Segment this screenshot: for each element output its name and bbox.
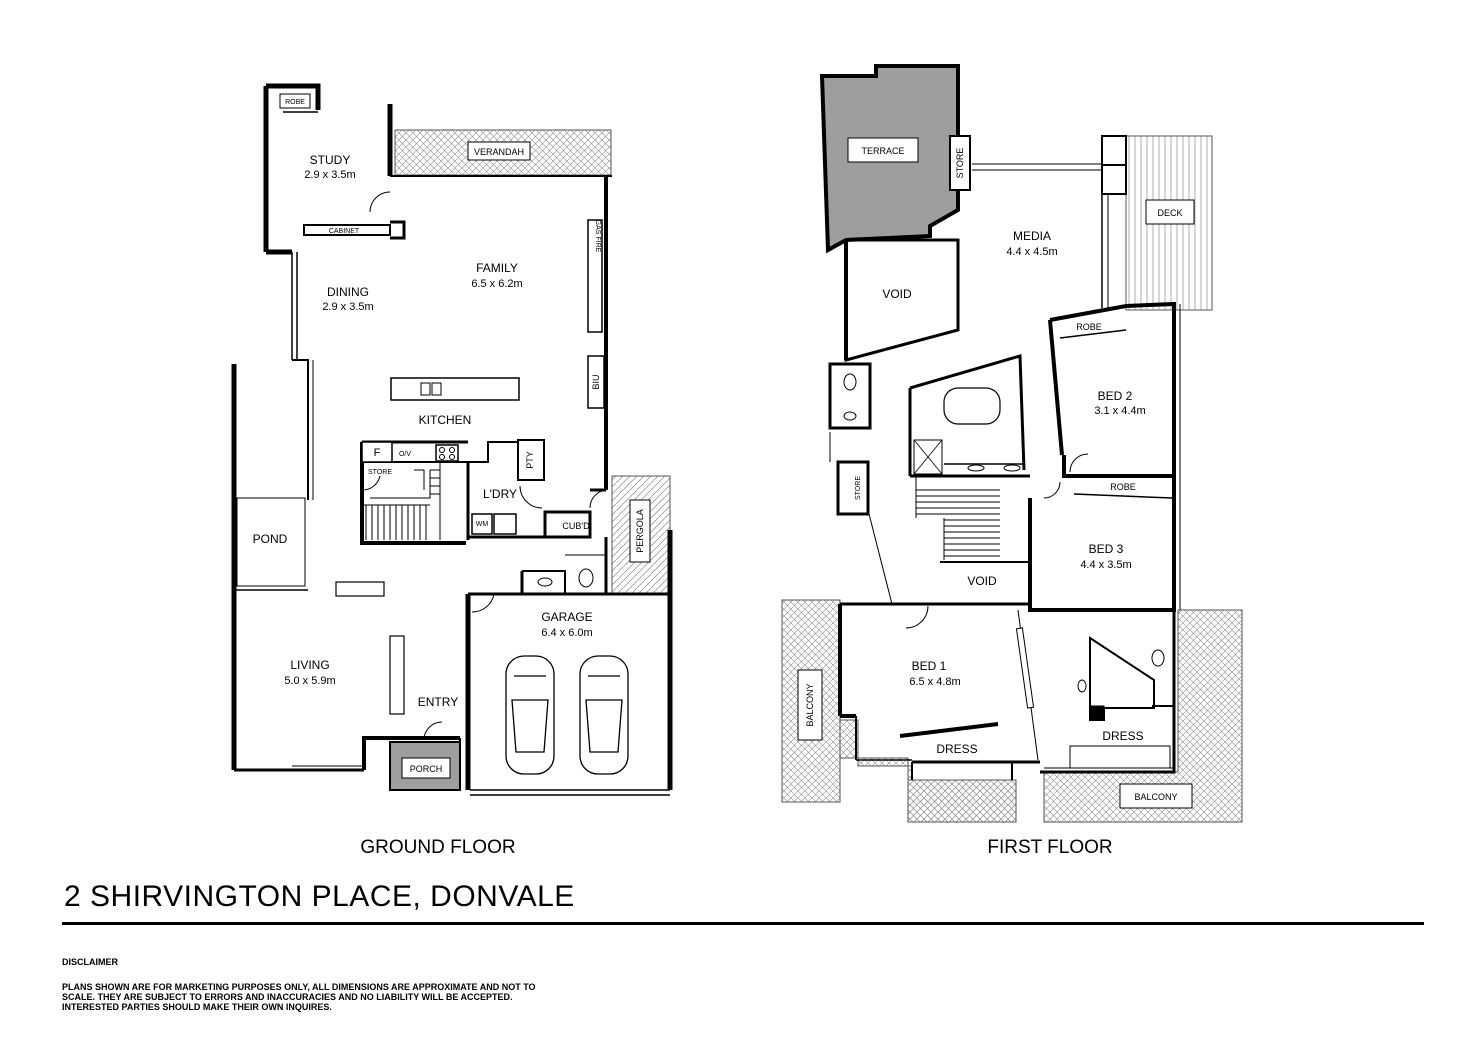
deck-label: DECK	[1157, 208, 1182, 218]
store-left-label: STORE	[855, 476, 862, 500]
wm-label: WM	[476, 521, 489, 528]
verandah-label: VERANDAH	[474, 147, 524, 157]
ground-floor-plan	[231, 83, 673, 796]
biu-label: BIU	[591, 374, 601, 389]
cabinet-label: CABINET	[329, 228, 360, 235]
gas-fire-label: GAS FIRE	[594, 220, 601, 253]
garage-dimensions: 6.4 x 6.0m	[541, 627, 592, 639]
media-label: MEDIA	[1013, 229, 1051, 243]
void-top-label: VOID	[882, 287, 912, 301]
study-dimensions: 2.9 x 3.5m	[304, 169, 355, 181]
property-address-title: 2 SHIRVINGTON PLACE, DONVALE	[64, 880, 575, 913]
garage-label: GARAGE	[541, 610, 592, 624]
living-dimensions: 5.0 x 5.9m	[284, 675, 335, 687]
dress-left-label: DRESS	[936, 742, 977, 756]
robe-label: ROBE	[285, 99, 305, 106]
store-label: STORE	[368, 469, 392, 476]
pond-label: POND	[253, 532, 288, 546]
ground-floor-title: GROUND FLOOR	[360, 837, 515, 858]
robe-bed2-label: ROBE	[1076, 322, 1102, 332]
void-stair-label: VOID	[967, 574, 997, 588]
dining-dimensions: 2.9 x 3.5m	[322, 301, 373, 313]
bed3-label: BED 3	[1089, 542, 1124, 556]
robe-bed3-label: ROBE	[1110, 482, 1136, 492]
terrace-label: TERRACE	[861, 146, 904, 156]
car-icon	[505, 655, 555, 775]
first-floor-labels: TERRACE STORE MEDIA 4.4 x 4.5m DECK VOID…	[797, 137, 1195, 858]
bed1-dimensions: 6.5 x 4.8m	[909, 676, 960, 688]
cupboard-label: CUB'D	[562, 521, 590, 531]
bed1-label: BED 1	[912, 659, 947, 673]
first-floor-plan	[781, 64, 1243, 823]
family-label: FAMILY	[476, 261, 518, 275]
oven-label: O/V	[399, 451, 411, 458]
fridge-label: F	[374, 447, 381, 459]
disclaimer-heading: DISCLAIMER	[62, 957, 118, 967]
bed2-label: BED 2	[1098, 389, 1133, 403]
ground-floor-labels: ROBE STUDY 2.9 x 3.5m CABINET VERANDAH G…	[253, 93, 651, 858]
title-divider	[62, 922, 1424, 925]
porch-label: PORCH	[410, 764, 443, 774]
media-dimensions: 4.4 x 4.5m	[1006, 246, 1057, 258]
entry-label: ENTRY	[418, 695, 458, 709]
kitchen-label: KITCHEN	[419, 413, 472, 427]
balcony-right-label: BALCONY	[1134, 792, 1177, 802]
pergola-label: PERGOLA	[635, 509, 645, 553]
disclaimer-text: PLANS SHOWN ARE FOR MARKETING PURPOSES O…	[62, 982, 536, 1012]
study-label: STUDY	[310, 153, 351, 167]
bed3-dimensions: 4.4 x 3.5m	[1080, 559, 1131, 571]
family-dimensions: 6.5 x 6.2m	[471, 278, 522, 290]
bed2-dimensions: 3.1 x 4.4m	[1094, 405, 1145, 417]
living-label: LIVING	[290, 658, 329, 672]
pantry-label: PTY	[525, 451, 535, 469]
balcony-left-label: BALCONY	[805, 683, 815, 726]
dress-right-label: DRESS	[1102, 729, 1143, 743]
car-icon	[579, 655, 629, 775]
first-floor-title: FIRST FLOOR	[987, 837, 1112, 858]
dining-label: DINING	[327, 285, 369, 299]
balcony-right-area	[1043, 609, 1243, 823]
laundry-label: L'DRY	[483, 487, 517, 501]
store-top-label: STORE	[955, 148, 965, 179]
